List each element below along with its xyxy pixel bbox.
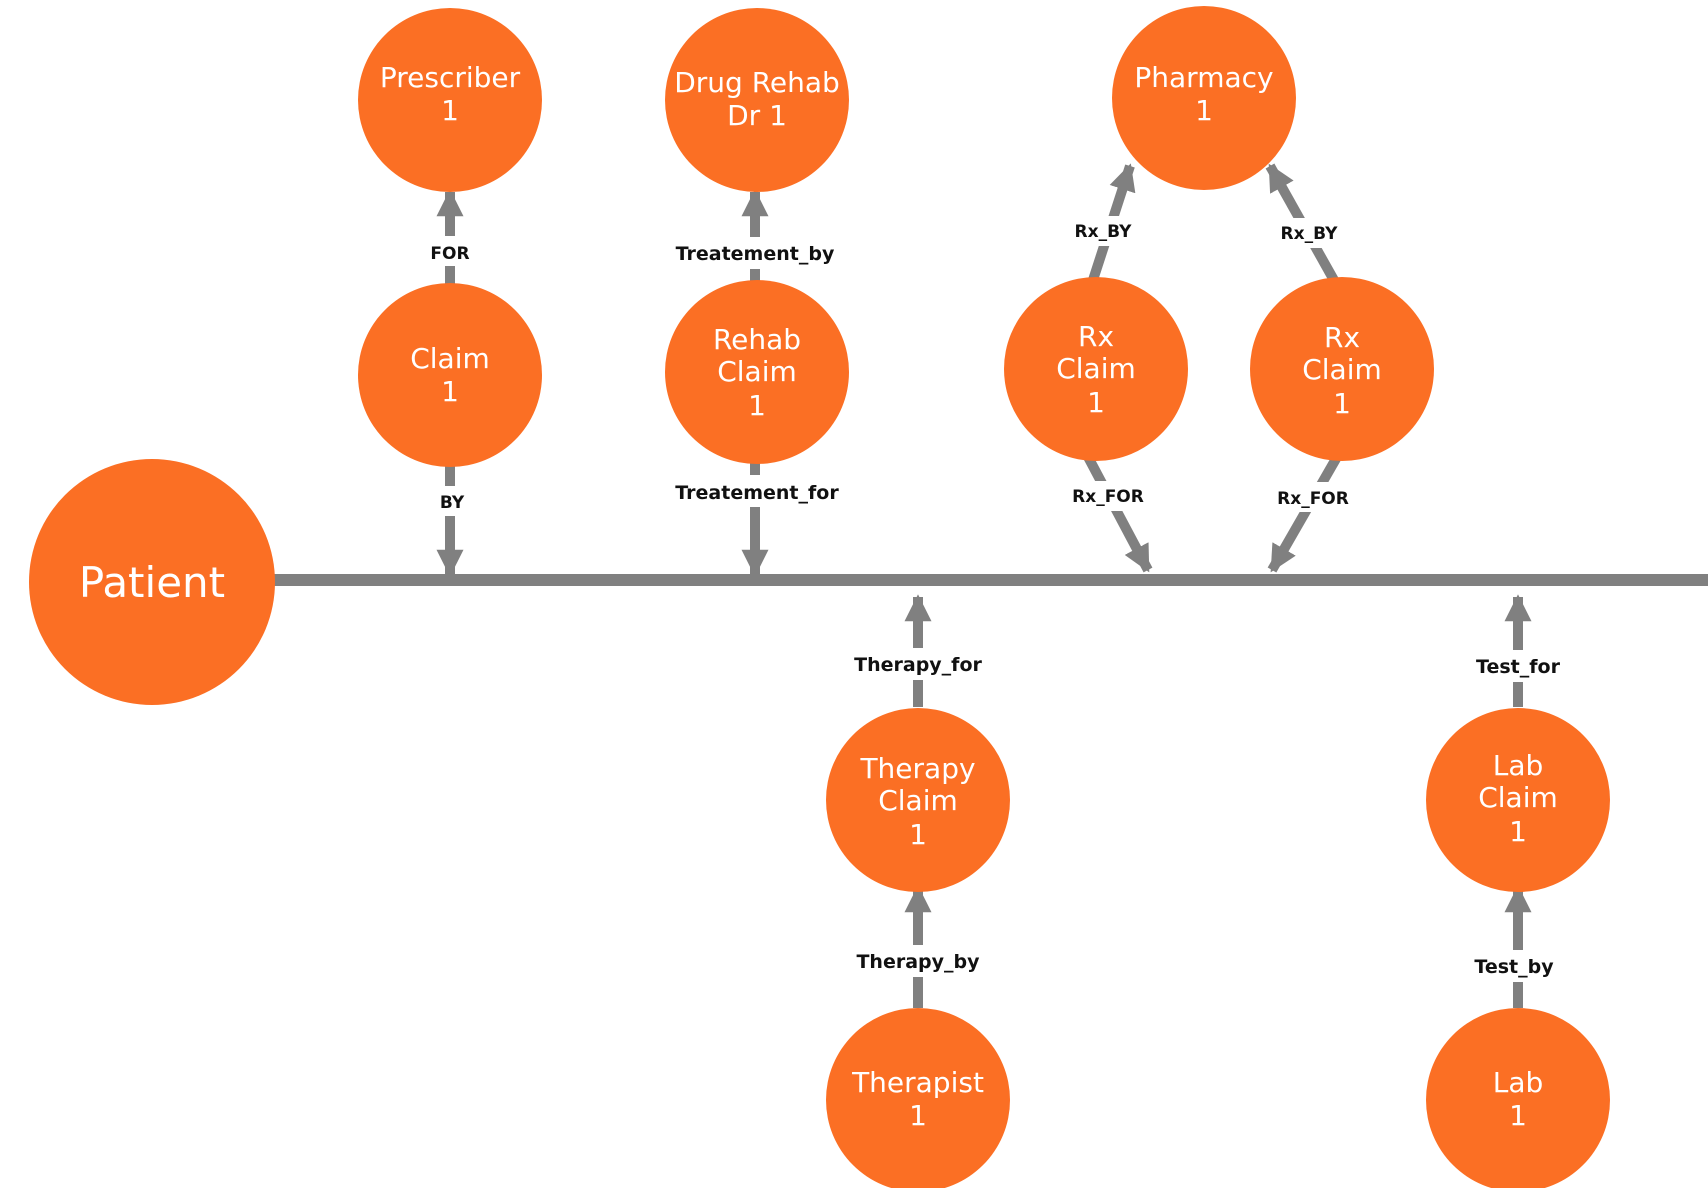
node-rx-claim-b-label-1: Rx bbox=[1324, 321, 1360, 354]
label-bg-rx-a-by bbox=[1072, 216, 1136, 246]
node-therapist-circle bbox=[826, 1008, 1010, 1188]
label-bg-rehab-treatement-by bbox=[675, 237, 835, 269]
label-bg-test-for bbox=[1471, 650, 1565, 682]
node-pharmacy: Pharmacy 1 bbox=[1112, 6, 1296, 190]
edge-label-therapy-for: Therapy_for bbox=[854, 654, 982, 676]
edge-label-rx-b-by: Rx_BY bbox=[1281, 224, 1339, 244]
label-bg-rx-a-for bbox=[1072, 481, 1148, 511]
node-drug-rehab-dr: Drug Rehab Dr 1 bbox=[665, 8, 849, 192]
node-patient: Patient bbox=[29, 459, 275, 705]
label-bg-rehab-treatement-for bbox=[672, 475, 840, 507]
node-lab-claim: Lab Claim 1 bbox=[1426, 708, 1610, 892]
node-prescriber-label-2: 1 bbox=[441, 94, 459, 127]
label-bg-rx-b-by bbox=[1278, 218, 1342, 248]
node-lab-claim-label-3: 1 bbox=[1509, 815, 1527, 848]
node-rehab-claim-label-3: 1 bbox=[748, 389, 766, 422]
node-rx-claim-b-label-2: Claim bbox=[1302, 353, 1382, 386]
node-claim: Claim 1 bbox=[358, 283, 542, 467]
node-pharmacy-circle bbox=[1112, 6, 1296, 190]
node-rx-claim-b-circle bbox=[1250, 277, 1434, 461]
edge-rx-a-for bbox=[1082, 452, 1153, 573]
label-bg-therapy-by bbox=[855, 945, 981, 977]
label-bg-claim-by bbox=[432, 486, 468, 516]
node-pharmacy-label-1: Pharmacy bbox=[1134, 61, 1273, 94]
edge-label-claim-for: FOR bbox=[430, 244, 469, 264]
node-prescriber-label-1: Prescriber bbox=[380, 61, 521, 94]
node-therapy-claim-label-2: Claim bbox=[878, 784, 958, 817]
node-rehab-claim: Rehab Claim 1 bbox=[665, 280, 849, 464]
node-lab: Lab 1 bbox=[1426, 1008, 1610, 1188]
node-lab-circle bbox=[1426, 1008, 1610, 1188]
label-bg-rx-b-for bbox=[1276, 482, 1352, 512]
node-lab-label-1: Lab bbox=[1493, 1066, 1544, 1099]
node-rx-claim-a: Rx Claim 1 bbox=[1004, 277, 1188, 461]
node-rx-claim-a-label-2: Claim bbox=[1056, 352, 1136, 385]
node-claim-label-1: Claim bbox=[410, 342, 490, 375]
edge-label-rx-a-for: Rx_FOR bbox=[1072, 487, 1144, 507]
node-claim-circle bbox=[358, 283, 542, 467]
node-lab-claim-label-1: Lab bbox=[1493, 749, 1544, 782]
node-therapy-claim: Therapy Claim 1 bbox=[826, 708, 1010, 892]
node-therapy-claim-label-3: 1 bbox=[909, 818, 927, 851]
node-rehab-claim-label-1: Rehab bbox=[713, 323, 801, 356]
node-therapy-claim-label-1: Therapy bbox=[859, 752, 975, 785]
node-patient-label: Patient bbox=[79, 558, 225, 607]
edge-label-rehab-treatement-by: Treatement_by bbox=[676, 243, 835, 265]
node-drug-rehab-dr-circle bbox=[665, 8, 849, 192]
node-prescriber: Prescriber 1 bbox=[358, 8, 542, 192]
label-bg-therapy-for bbox=[855, 648, 981, 680]
edge-label-rx-a-by: Rx_BY bbox=[1075, 222, 1133, 242]
node-rx-claim-a-label-1: Rx bbox=[1078, 320, 1114, 353]
node-drug-rehab-dr-label-2: Dr 1 bbox=[727, 99, 787, 132]
node-rx-claim-b-label-3: 1 bbox=[1333, 387, 1351, 420]
node-rx-claim-a-label-3: 1 bbox=[1087, 386, 1105, 419]
edge-label-test-by: Test_by bbox=[1474, 956, 1554, 978]
node-claim-label-2: 1 bbox=[441, 375, 459, 408]
node-lab-label-2: 1 bbox=[1509, 1099, 1527, 1132]
edge-label-claim-by: BY bbox=[440, 493, 465, 513]
edge-rx-b-for bbox=[1267, 454, 1342, 573]
node-therapist-label-2: 1 bbox=[909, 1099, 927, 1132]
node-rx-claim-a-circle bbox=[1004, 277, 1188, 461]
node-lab-claim-circle bbox=[1426, 708, 1610, 892]
node-drug-rehab-dr-label-1: Drug Rehab bbox=[674, 66, 840, 99]
edge-label-therapy-by: Therapy_by bbox=[856, 951, 980, 973]
label-bg-test-by bbox=[1467, 950, 1561, 982]
node-patient-circle bbox=[29, 459, 275, 705]
node-pharmacy-label-2: 1 bbox=[1195, 94, 1213, 127]
edge-label-rehab-treatement-for: Treatement_for bbox=[675, 482, 839, 504]
node-rx-claim-b: Rx Claim 1 bbox=[1250, 277, 1434, 461]
node-lab-claim-label-2: Claim bbox=[1478, 781, 1558, 814]
node-rehab-claim-circle bbox=[665, 280, 849, 464]
node-therapist: Therapist 1 bbox=[826, 1008, 1010, 1188]
edge-label-rx-b-for: Rx_FOR bbox=[1277, 489, 1349, 509]
node-therapist-label-1: Therapist bbox=[851, 1066, 984, 1099]
node-prescriber-circle bbox=[358, 8, 542, 192]
label-bg-claim-for bbox=[425, 236, 475, 266]
edge-label-test-for: Test_for bbox=[1476, 656, 1561, 678]
node-rehab-claim-label-2: Claim bbox=[717, 355, 797, 388]
node-therapy-claim-circle bbox=[826, 708, 1010, 892]
